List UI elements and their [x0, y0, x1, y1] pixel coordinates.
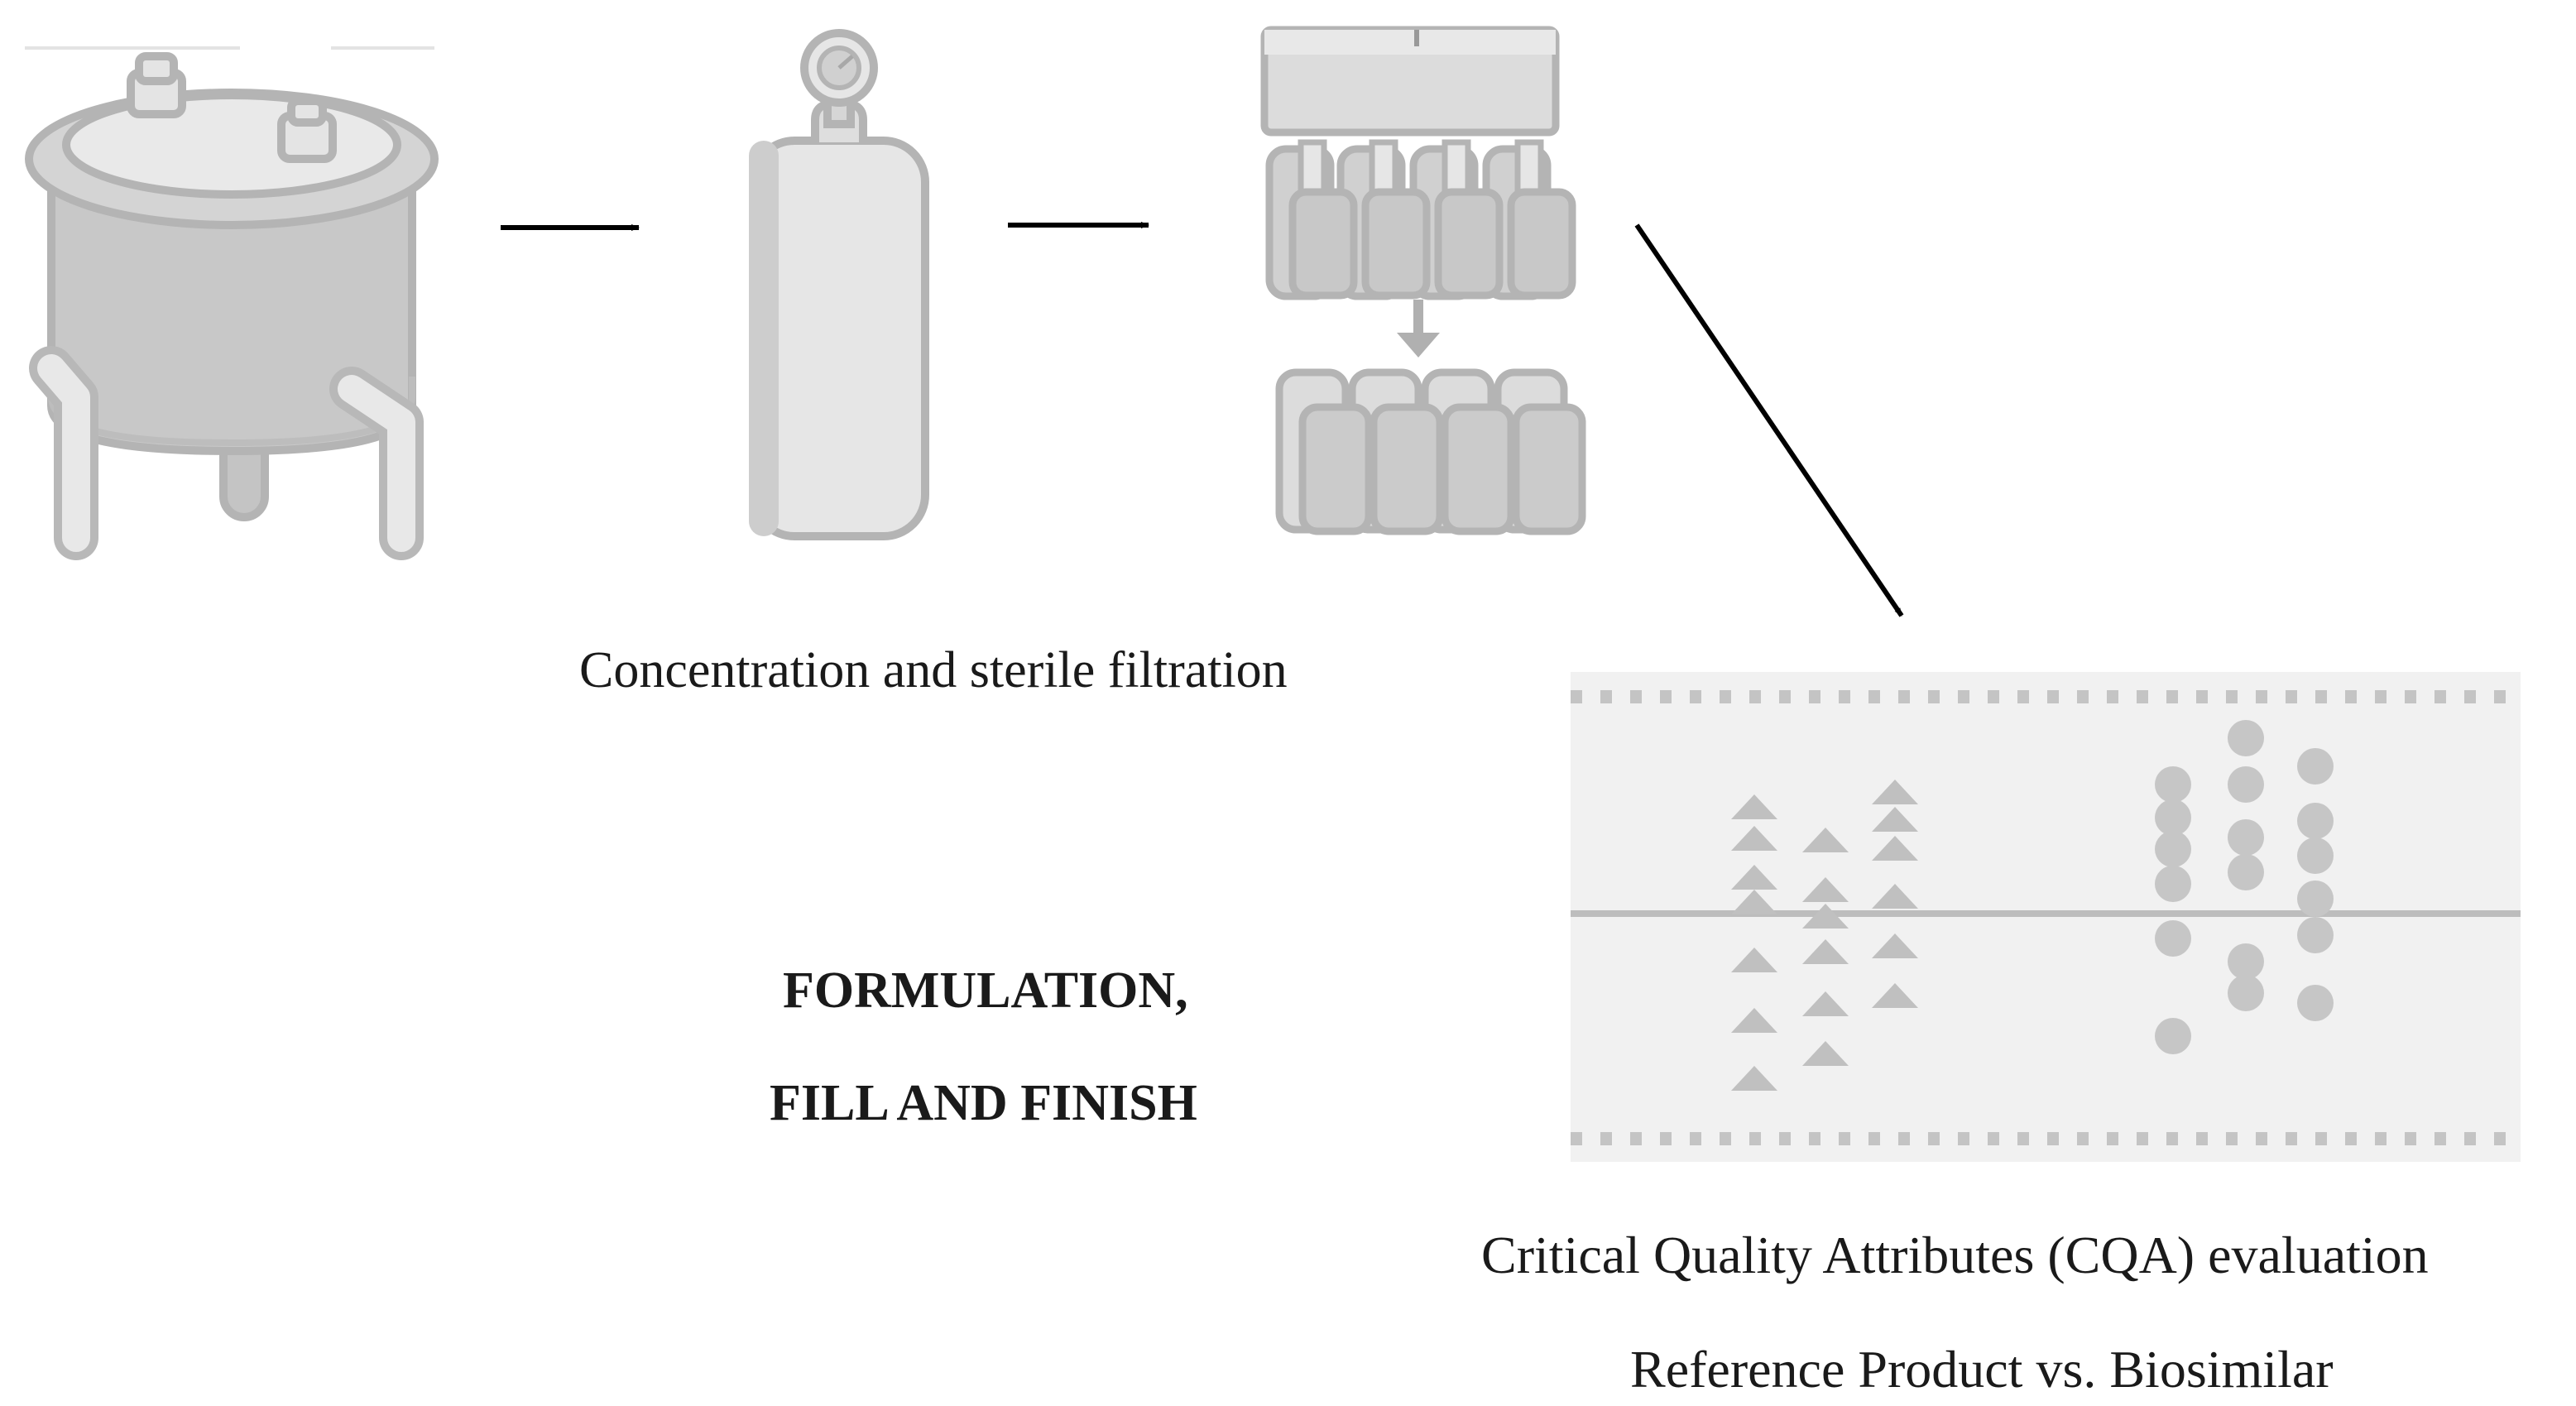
concentration-label: Concentration and sterile filtration: [579, 642, 1288, 698]
formulation-label-line1: FORMULATION,: [783, 962, 1188, 1019]
bioreactor-icon: [25, 52, 439, 560]
filtration-cylinder-icon: [749, 29, 929, 540]
cqa-label-line1: Critical Quality Attributes (CQA) evalua…: [1481, 1226, 2429, 1284]
cqa-label-line2: Reference Product vs. Biosimilar: [1630, 1340, 2334, 1399]
formulation-label-line2: FILL AND FINISH: [770, 1075, 1197, 1131]
cqa-comparison-plot-icon: [1571, 672, 2521, 1162]
flow-arrow-3: [1634, 223, 1904, 617]
vial-filling-icon: [1260, 26, 1586, 535]
